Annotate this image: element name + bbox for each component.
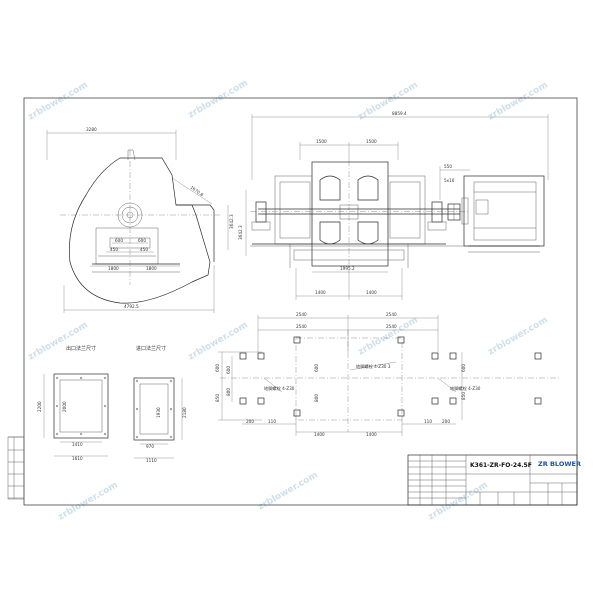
fan-volute (69, 157, 211, 304)
dim-plan-left: 2540 (296, 312, 307, 317)
dim-front-right: 1500 (366, 139, 377, 144)
dim-plan-side-d: 800 (226, 388, 231, 396)
dim-plan-small-a: 110 (268, 419, 276, 424)
title-model-code: K361-ZR-FO-24.5F (470, 462, 532, 469)
watermark-text: zrblower.com (487, 80, 550, 122)
outlet-flange-view: 出口法兰尺寸 2200 2000 1410 1610 (37, 345, 109, 461)
dim-outlet-h-inner: 2000 (62, 401, 67, 412)
dim-front-base-right: 1400 (366, 290, 377, 295)
dim-plan-right-top: 2540 (386, 324, 397, 329)
label-outlet-flange: 出口法兰尺寸 (66, 345, 96, 352)
dim-plan-small-c: 200 (246, 419, 254, 424)
dim-plan-left-top: 2540 (296, 324, 307, 329)
front-view: 8859.4 1500 1500 (238, 111, 549, 300)
dim-outlet-w: 1610 (72, 456, 83, 461)
watermark-text: zrblower.com (27, 80, 90, 122)
dim-side-total: 4792.5 (124, 304, 139, 309)
dim-outlet-w-inner: 1410 (72, 442, 83, 447)
dim-front-coupling: 550 (444, 164, 452, 169)
sheet-border (23, 97, 578, 506)
dim-front-mid: 1995.2 (340, 266, 355, 271)
dim-side-half-right: 1800 (146, 266, 157, 271)
dim-plan-bottom-right: 1400 (366, 432, 377, 437)
inlet-flange-view: 进口法兰尺寸 2180 1930 970 1110 (133, 345, 187, 463)
dim-plan-right: 2540 (386, 312, 397, 317)
dim-inlet-w-inner: 970 (146, 444, 154, 449)
dim-side-half-left: 1800 (108, 266, 119, 271)
watermark-text: zrblower.com (57, 480, 120, 522)
dim-side-width: 3280 (86, 127, 97, 132)
dim-plan-small-d: 200 (442, 419, 450, 424)
left-margin-marks (7, 436, 25, 500)
title-brand: ZR BLOWER (538, 460, 581, 468)
dim-plan-side-c: 850 (215, 394, 220, 402)
note-bolt-left: 地脚螺栓 4-Z30 (264, 385, 295, 392)
dim-side-mid: 1670.8 (189, 185, 204, 198)
dim-inlet-w: 1110 (146, 458, 157, 463)
dim-outlet-h: 2200 (37, 401, 42, 412)
watermark-text: zrblower.com (487, 315, 550, 357)
dim-inlet-h: 2180 (182, 407, 187, 418)
watermark-text: zrblower.com (357, 315, 420, 357)
dim-side-height: 3642.3 (229, 214, 234, 229)
side-view: 3280 1670.8 3642.3 600 600 450 450 1800 … (46, 127, 234, 313)
dim-plan-inner-b: 800 (314, 394, 319, 402)
dim-plan-side-a: 600 (215, 364, 220, 372)
dim-front-key: 5x10 (444, 178, 455, 183)
dim-side-center-left: 450 (110, 247, 118, 252)
watermark-text: zrblower.com (257, 470, 320, 512)
dim-plan-right-c: 850 (461, 392, 466, 400)
dim-plan-bottom-left: 1400 (314, 432, 325, 437)
dim-front-total: 8859.4 (392, 111, 407, 116)
dim-side-small-left: 600 (115, 238, 123, 243)
dim-front-base-left: 1400 (315, 290, 326, 295)
watermark-text: zrblower.com (427, 480, 490, 522)
label-inlet-flange: 进口法兰尺寸 (136, 345, 166, 352)
note-center: 地脚螺栓 4-Z30 3 (356, 363, 391, 370)
dim-inlet-h-inner: 1930 (156, 407, 161, 418)
dim-side-small-right: 600 (138, 238, 146, 243)
title-block: K361-ZR-FO-24.5F ZR BLOWER (407, 454, 581, 506)
dim-side-center-right: 450 (140, 247, 148, 252)
foundation-plan-view: 2540 2540 2540 2540 600 850 600 800 (215, 312, 560, 437)
note-bolt-right: 地脚螺栓 4-Z30 (450, 385, 481, 392)
watermark-text: zrblower.com (27, 320, 90, 362)
dim-plan-inner-a: 600 (314, 364, 319, 372)
watermark-text: zrblower.com (357, 80, 420, 122)
dim-front-left: 1500 (316, 139, 327, 144)
dim-plan-small-b: 110 (424, 419, 432, 424)
dim-plan-side-b: 600 (226, 366, 231, 374)
watermark-text: zrblower.com (187, 78, 250, 120)
dim-plan-right-a: 600 (461, 364, 466, 372)
dim-front-left-height: 3642.3 (238, 225, 243, 240)
